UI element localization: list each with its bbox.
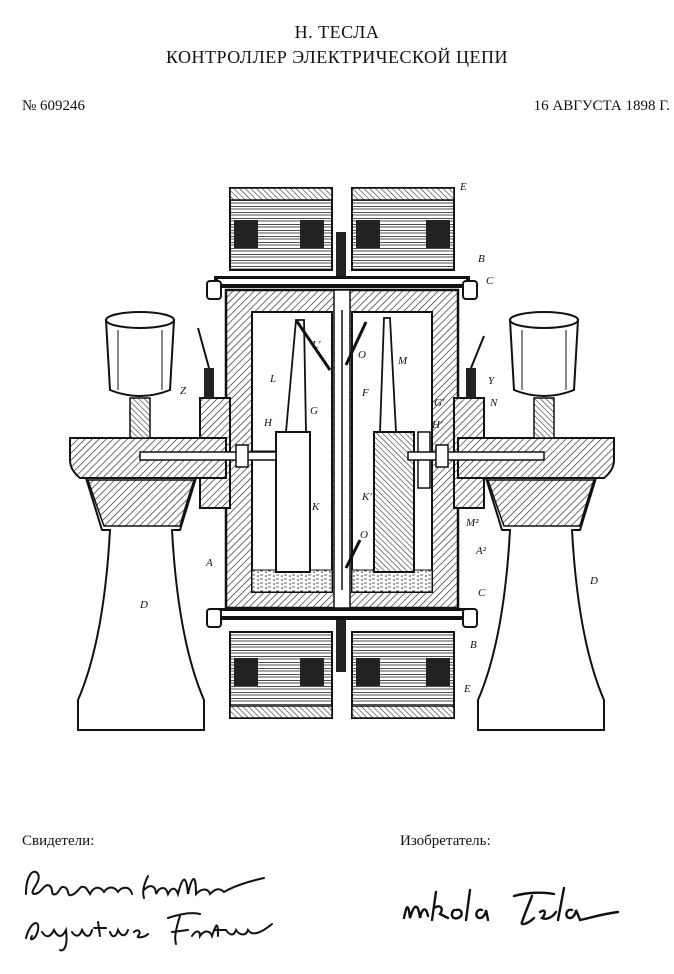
label-Z: Z [180, 385, 187, 397]
label-K-prime: K' [361, 491, 372, 503]
patent-drawing: E B C Z Y L' O M L G F G' N H H' K K' M²… [69, 181, 615, 731]
witness-signature-1 [25, 870, 265, 899]
binding-post-z [204, 368, 214, 398]
witness-signature-2 [25, 912, 273, 952]
patent-date: 16 АВГУСТА 1898 Г. [533, 98, 670, 114]
label-A2: A² [475, 545, 487, 557]
label-E-top: E [459, 181, 467, 193]
label-H: H [263, 417, 273, 429]
bottom-coil-right [351, 631, 455, 719]
inventor-label: Изобретатель: [400, 833, 491, 849]
label-M: M [397, 355, 408, 367]
label-L-prime: L' [311, 339, 321, 351]
left-arm [69, 397, 277, 509]
label-B-bottom: B [470, 639, 477, 651]
witnesses-label: Свидетели: [22, 833, 95, 849]
label-C-top: C [486, 275, 494, 287]
label-N: N [489, 397, 498, 409]
right-arm [407, 397, 615, 509]
left-cup [104, 311, 176, 439]
left-pillar [77, 477, 205, 731]
label-Y: Y [488, 375, 496, 387]
top-core [336, 232, 346, 284]
upper-plate [206, 276, 478, 300]
label-L: L [269, 373, 276, 385]
bottom-coil-left [229, 631, 333, 719]
label-D-left: D [139, 599, 148, 611]
label-G-prime: G' [434, 397, 445, 409]
label-B-top: B [478, 253, 485, 265]
label-C-bottom: C [478, 587, 486, 599]
patent-title: КОНТРОЛЛЕР ЭЛЕКТРИЧЕСКОЙ ЦЕПИ [165, 47, 508, 67]
right-cup [508, 311, 580, 439]
label-M2: M² [465, 517, 479, 529]
inventor-signature [402, 886, 620, 926]
label-H-prime: H' [431, 419, 443, 431]
patent-number: № 609246 [22, 98, 86, 114]
label-O-bottom: O [360, 529, 368, 541]
top-coil-left [229, 187, 333, 271]
label-O-top: O [358, 349, 366, 361]
label-A: A [205, 557, 213, 569]
label-E-bottom: E [463, 683, 471, 695]
right-pillar [477, 477, 605, 731]
left-chamber-parts [252, 319, 332, 573]
lower-plate [206, 608, 478, 628]
label-D-right: D [589, 575, 598, 587]
patent-author: Н. ТЕСЛА [294, 22, 380, 42]
label-G: G [310, 405, 318, 417]
bottom-core [336, 620, 346, 672]
top-coil-right [351, 187, 455, 271]
binding-post-y [466, 368, 476, 398]
label-K: K [311, 501, 320, 513]
label-F: F [361, 387, 369, 399]
